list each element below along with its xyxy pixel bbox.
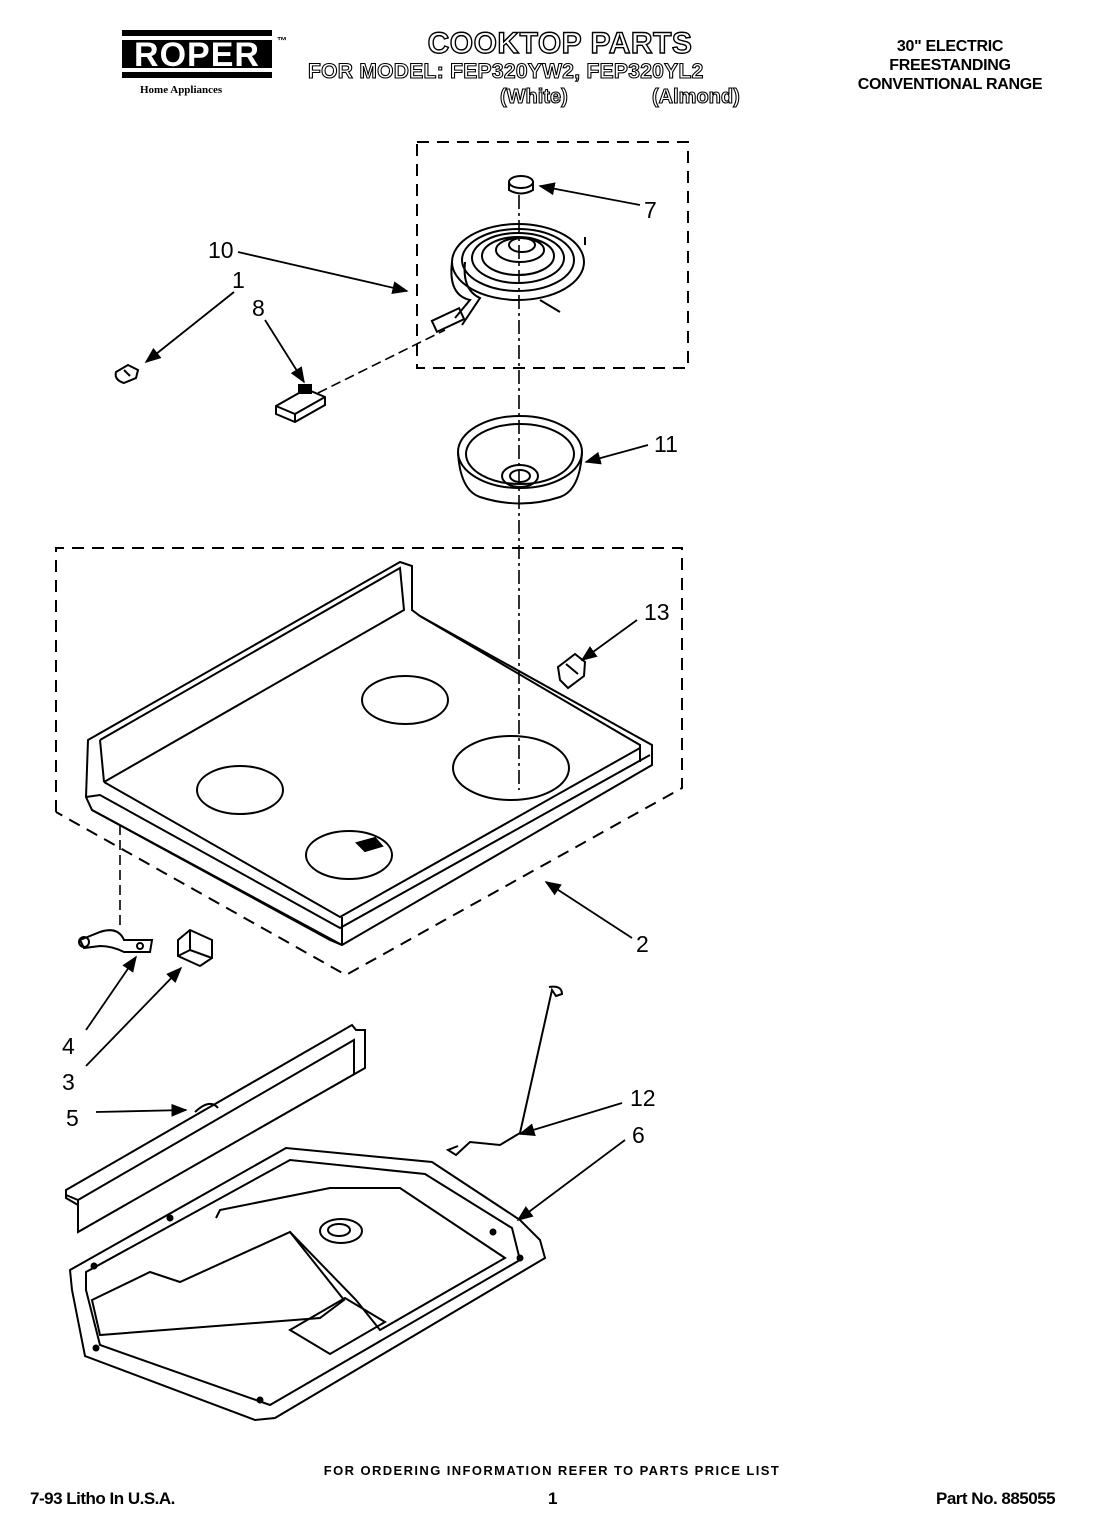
callout-2: 2 bbox=[636, 931, 649, 957]
roper-logo: ROPER bbox=[122, 30, 272, 82]
logo-wordmark: ROPER bbox=[134, 36, 260, 74]
burner-box-outline bbox=[416, 141, 689, 369]
element-clip-icon bbox=[114, 363, 140, 385]
terminal-line bbox=[317, 329, 446, 394]
description-line: 30" ELECTRIC bbox=[896, 38, 1004, 55]
rear-channel-icon bbox=[65, 1023, 366, 1234]
support-bracket-icon bbox=[78, 929, 154, 953]
spacer-icon bbox=[177, 928, 213, 968]
burner-tray-icon bbox=[68, 1146, 547, 1422]
terminal-block-icon bbox=[275, 384, 326, 424]
callout-7: 7 bbox=[644, 197, 657, 223]
ordering-note: FOR ORDERING INFORMATION REFER TO PARTS … bbox=[323, 1463, 781, 1478]
callout-8: 8 bbox=[252, 295, 265, 321]
model-line: FOR MODEL: FEP320YW2, FEP320YL2 bbox=[307, 59, 704, 83]
cooktop-clip-icon bbox=[556, 652, 587, 690]
logo-tagline: Home Appliances bbox=[140, 84, 223, 96]
range-description: 30" ELECTRIC FREESTANDING CONVENTIONAL R… bbox=[830, 37, 1070, 94]
litho-info: 7-93 Litho In U.S.A. bbox=[30, 1489, 175, 1508]
description-line: FREESTANDING bbox=[889, 57, 1011, 74]
page-number: 1 bbox=[548, 1489, 558, 1508]
lift-rod-icon bbox=[445, 985, 564, 1157]
cooktop-panel-icon bbox=[84, 560, 653, 947]
callout-3: 3 bbox=[62, 1069, 75, 1095]
callout-10: 10 bbox=[208, 237, 234, 263]
description-line: CONVENTIONAL RANGE bbox=[857, 76, 1043, 93]
variant-white: (White) bbox=[499, 85, 568, 108]
element-cap-icon bbox=[508, 175, 534, 195]
coil-surface-element-icon bbox=[430, 223, 586, 334]
callout-6: 6 bbox=[632, 1122, 645, 1148]
variant-almond: (Almond) bbox=[651, 85, 740, 108]
callout-1: 1 bbox=[232, 267, 245, 293]
part-number: Part No. 885055 bbox=[936, 1489, 1056, 1508]
leader-lines bbox=[85, 182, 649, 1221]
callout-4: 4 bbox=[62, 1033, 75, 1059]
callout-13: 13 bbox=[644, 599, 670, 625]
page-title: COOKTOP PARTS bbox=[427, 27, 693, 60]
callout-5: 5 bbox=[66, 1105, 79, 1131]
drip-bowl-icon bbox=[457, 415, 583, 505]
cooktop-box-outline bbox=[55, 547, 683, 977]
callout-11: 11 bbox=[654, 431, 678, 457]
callout-12: 12 bbox=[630, 1085, 656, 1111]
trademark-mark: ™ bbox=[277, 36, 287, 47]
